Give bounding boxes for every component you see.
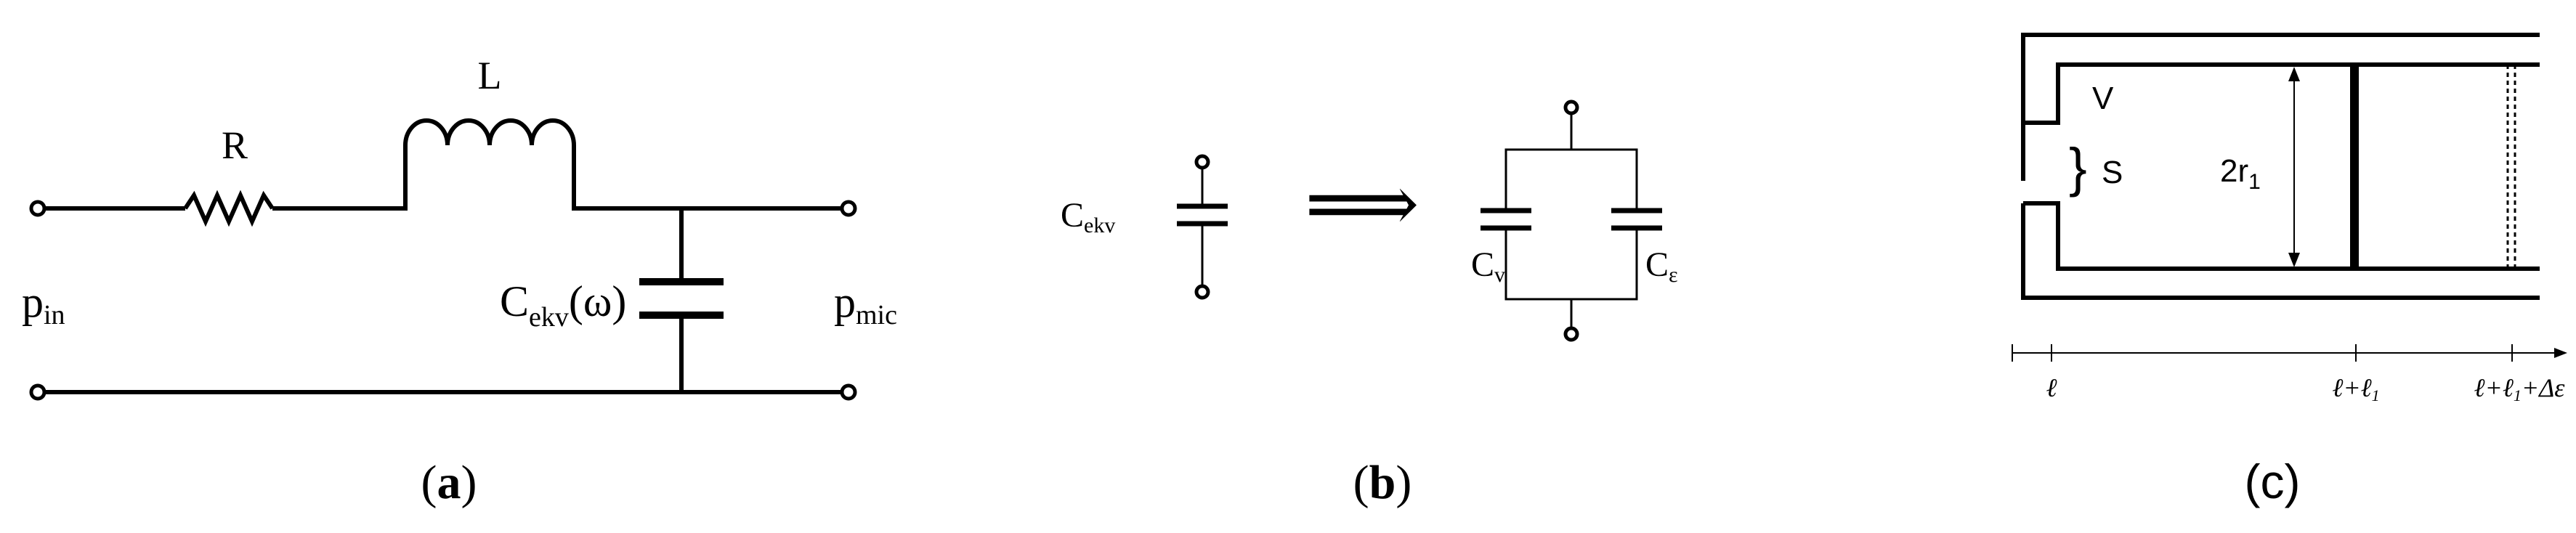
- panel-b-caption: (b): [1353, 456, 1412, 509]
- equivalence-arrow: ⟹: [1305, 160, 1419, 248]
- input-pressure-label: pin: [22, 278, 65, 330]
- single-cap-terminal-top: [1194, 154, 1210, 170]
- inner-wall-top: [2023, 62, 2540, 125]
- axis-label-3: ℓ+ℓ1+Δε: [2474, 373, 2566, 404]
- terminal-output-top: [840, 200, 857, 217]
- outer-wall-bottom: [2021, 203, 2540, 300]
- parallel-top-rail: [1504, 148, 1638, 211]
- terminal-input-top: [29, 200, 46, 217]
- output-pressure-label: pmic: [834, 278, 897, 330]
- axis-arrowhead: [2554, 348, 2567, 358]
- radius-label: 2r1: [2220, 153, 2261, 194]
- resistor-label: R: [222, 123, 248, 167]
- axis-label-1: ℓ: [2046, 373, 2057, 402]
- panel-c-caption: (c): [2245, 455, 2301, 508]
- terminal-output-bottom: [840, 383, 857, 401]
- slit-label: S: [2102, 155, 2123, 190]
- resistor-symbol: [183, 190, 275, 227]
- wire-r-to-l: [272, 145, 408, 211]
- capacitor-label: Cekv(ω): [500, 277, 626, 333]
- parallel-terminal-top: [1563, 99, 1579, 115]
- axis-label-2: ℓ+ℓ1: [2332, 373, 2379, 404]
- cap-v-label: Cv: [1471, 245, 1505, 287]
- inductor-label: L: [478, 54, 502, 97]
- parallel-terminal-bottom: [1563, 326, 1579, 342]
- panel-b-equivalence: Cekv ⟹ Cv Cε (b): [1061, 99, 1678, 509]
- volume-label: V: [2092, 81, 2114, 116]
- panel-a-circuit: R L Cekv(ω) pin pmic (a): [22, 54, 897, 509]
- parallel-bottom-rail: [1504, 228, 1638, 301]
- inductor-symbol: [403, 118, 576, 146]
- radius-arrowhead-bottom: [2288, 253, 2300, 267]
- panel-c-geometry: V } S 2r1 ℓ ℓ+ℓ1 ℓ+ℓ1+Δε (c): [2012, 33, 2567, 508]
- single-cap-terminal-bottom: [1194, 284, 1210, 300]
- slit-brace: }: [2069, 137, 2087, 198]
- outer-wall-top: [2021, 33, 2540, 181]
- single-cap-label: Cekv: [1061, 196, 1115, 237]
- panel-a-caption: (a): [421, 456, 477, 509]
- cap-eps-label: Cε: [1645, 245, 1678, 287]
- wire-l-to-output: [572, 145, 843, 211]
- terminal-input-bottom: [29, 383, 46, 401]
- radius-arrowhead-top: [2288, 67, 2300, 81]
- inner-wall-bottom: [2023, 201, 2540, 271]
